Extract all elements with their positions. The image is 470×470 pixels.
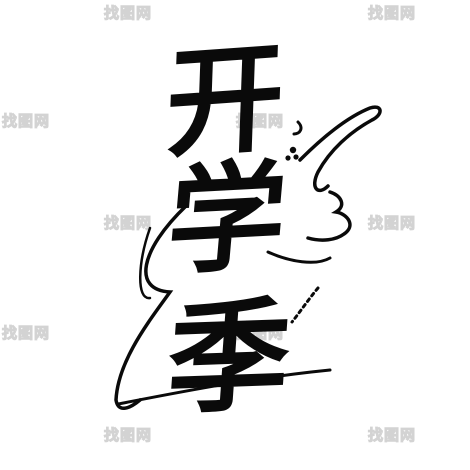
right-hook-stroke — [266, 250, 332, 264]
watermark-text: 找图网 — [235, 324, 285, 343]
left-sweep-stroke — [114, 204, 188, 410]
bottom-sweep-stroke — [116, 368, 332, 406]
watermark-text: 找图网 — [367, 426, 417, 445]
watermark-text: 找图网 — [367, 4, 417, 23]
right-dash-stroke — [290, 286, 320, 324]
ornament-dot — [289, 146, 297, 154]
watermark-text: 找图网 — [103, 4, 153, 23]
right-squiggle-stroke — [306, 190, 352, 242]
watermark-text: 找图网 — [367, 214, 417, 233]
watermark-text: 找图网 — [103, 214, 153, 233]
watermark-text: 找图网 — [103, 426, 153, 445]
top-right-flourish-stroke — [298, 105, 382, 193]
calligraphy-character: 季 — [162, 282, 296, 432]
watermark-text: 找图网 — [1, 112, 51, 131]
calligraphy-character: 开 — [163, 26, 287, 175]
inner-arc-stroke — [139, 226, 152, 300]
ornament-dot — [285, 155, 291, 161]
watermark-text: 找图网 — [235, 112, 285, 131]
calligraphy-character: 学 — [162, 145, 293, 292]
ornament-tick-stroke — [292, 120, 303, 136]
ornament-dot — [293, 154, 299, 160]
watermark-text: 找图网 — [1, 324, 51, 343]
